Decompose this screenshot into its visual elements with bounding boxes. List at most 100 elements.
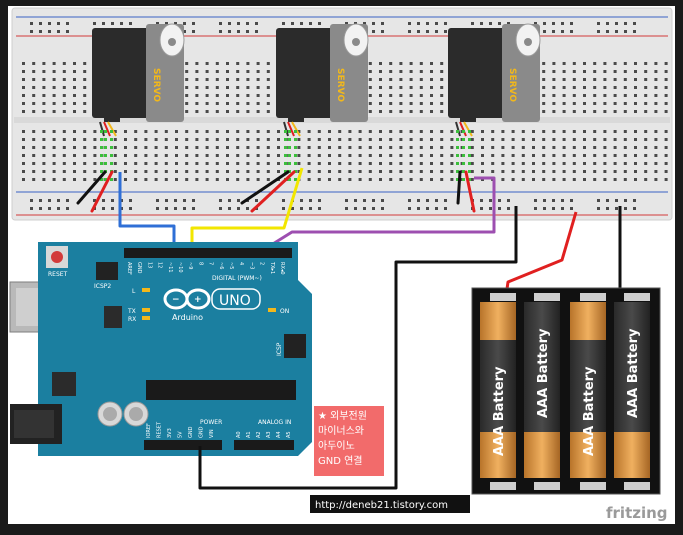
breadboard-hole [542,86,546,89]
breadboard-hole [572,110,576,113]
rail-hole [57,207,60,210]
breadboard-hole [440,62,444,65]
breadboard-hole [419,110,423,113]
breadboard-hole [83,130,87,133]
breadboard-hole [552,162,556,165]
breadboard-hole [205,138,209,141]
breadboard-hole [368,130,372,133]
breadboard-hole [664,130,668,133]
breadboard-hole [572,154,576,157]
breadboard-hole [430,62,433,65]
rail-hole [534,22,537,25]
rail-hole [480,22,483,25]
breadboard-hole [338,146,342,149]
breadboard-hole [22,130,25,133]
rail-hole [39,207,42,210]
breadboard-hole [542,178,546,181]
breadboard-hole [583,110,586,113]
breadboard-hole [236,138,240,141]
breadboard-hole [613,138,617,141]
arduino-model: UNO [219,293,251,309]
breadboard-hole [113,130,117,133]
breadboard-hole [256,70,260,73]
breadboard-hole [654,102,658,105]
breadboard-hole [52,62,56,65]
breadboard-hole [379,154,382,157]
rail-hole [426,22,429,25]
breadboard-hole [542,170,546,173]
breadboard-hole [22,162,25,165]
rail-hole [615,30,618,33]
breadboard-hole [164,154,168,157]
breadboard-hole [52,138,56,141]
connected-hole [288,162,291,165]
rail-hole [255,30,258,33]
breadboard-hole [62,94,66,97]
breadboard-hole [664,146,668,149]
breadboard-hole [430,130,433,133]
breadboard-hole [399,154,403,157]
signal-wires [118,167,496,254]
breadboard-hole [185,162,189,165]
breadboard-hole [236,130,240,133]
connected-hole [110,162,113,165]
breadboard-hole [338,178,342,181]
rail-hole [309,199,312,202]
breadboard-hole [644,102,648,105]
breadboard-hole [154,138,158,141]
breadboard-hole [328,130,331,133]
power-pin-label: 5V [178,431,184,438]
breadboard-hole [634,102,637,105]
breadboard-hole [307,130,311,133]
breadboard-hole [430,86,433,89]
breadboard-hole [593,102,597,105]
breadboard-hole [409,62,413,65]
breadboard-hole [419,102,423,105]
battery-pack: AAA Battery AAA Battery AAA Battery AAA … [471,287,661,495]
breadboard-hole [603,86,607,89]
breadboard-hole [430,178,433,181]
breadboard-hole [215,110,219,113]
connected-hole [288,146,291,149]
breadboard-hole [328,146,331,149]
rail-hole [552,207,555,210]
breadboard-hole [562,102,566,105]
watermark-url: http://deneb21.tistory.com [315,500,448,511]
breadboard-hole [664,170,668,173]
breadboard-hole [215,86,219,89]
digital-pin-label: ~10 [177,262,183,273]
breadboard-hole [389,78,393,81]
rail-hole [129,199,132,202]
breadboard-hole [113,154,117,157]
breadboard-hole [83,154,87,157]
rail-hole [219,30,222,33]
breadboard-hole [236,110,240,113]
breadboard-hole [32,110,36,113]
connected-hole [284,154,287,157]
rail-hole [345,22,348,25]
breadboard-hole [644,62,648,65]
rail-hole [57,22,60,25]
breadboard-hole [603,70,607,73]
breadboard-hole [613,78,617,81]
breadboard-hole [521,154,525,157]
breadboard-hole [419,162,423,165]
breadboard-hole [368,102,372,105]
analog-pin-label: A4 [276,431,282,438]
breadboard-hole [205,130,209,133]
rail-hole [228,22,231,25]
rail-hole [102,22,105,25]
breadboard-hole [623,146,627,149]
breadboard-hole [83,70,87,73]
breadboard-hole [430,162,433,165]
breadboard-hole [154,162,158,165]
breadboard-hole [552,130,556,133]
breadboard-hole [22,170,25,173]
breadboard-hole [83,146,87,149]
breadboard-hole [307,154,311,157]
breadboard-hole [124,154,127,157]
breadboard-hole [266,146,270,149]
breadboard-hole [644,130,648,133]
breadboard-hole [307,146,311,149]
